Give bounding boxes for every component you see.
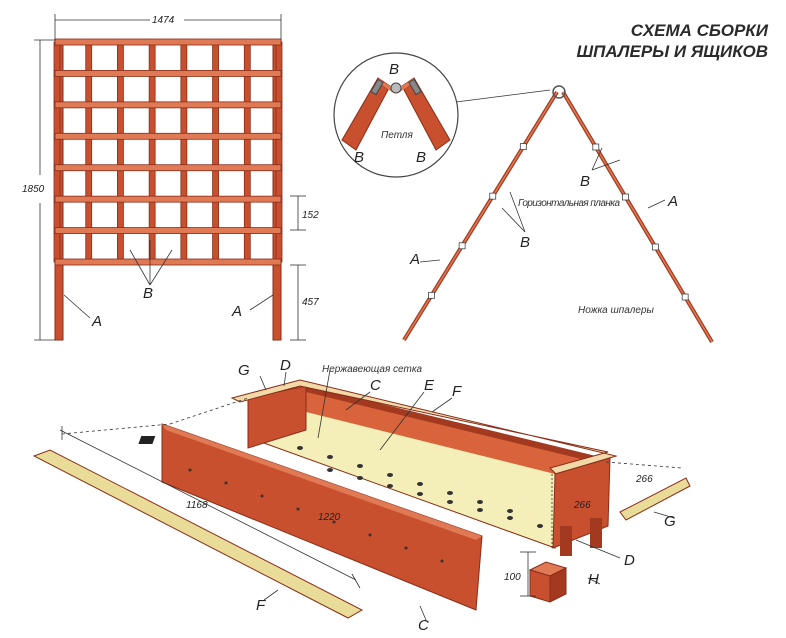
trellis-height-dim: 1850 [22,184,45,195]
title-line-2: ШПАЛЕРЫ И ЯЩИКОВ [576,42,768,61]
box-label-d-right: D [624,552,635,569]
a-frame-hinge [552,85,566,99]
box-label-g-left: G [238,362,250,379]
box-label-d-left: D [280,357,291,374]
detail-label-b-right: B [416,149,426,166]
hinge-detail [333,52,459,178]
box-dim-board: 1220 [318,512,341,523]
a-frame-clip [681,293,689,301]
drain-hole [447,491,453,495]
drain-holes [297,446,543,528]
box-label-g-right: G [664,513,676,530]
drain-hole [297,446,303,450]
box-dim-foot: 100 [504,572,521,583]
box-label-f-top: F [452,383,462,400]
box-label-f-bottom: F [256,597,266,614]
mesh-patch [138,436,156,444]
detail-hinge-label: Петля [381,130,413,141]
drain-hole [417,482,423,486]
a-frame-leg-note: Ножка шпалеры [578,305,655,316]
drain-hole [477,508,483,512]
a-frame-label-a-right: A [667,193,678,210]
box-dim-strip: 1168 [186,500,208,511]
box-label-h: H [588,571,599,588]
trellis-label-a-right: A [231,303,242,320]
planter-box [138,379,618,556]
box-front-board [161,423,483,611]
nail [260,494,264,498]
drain-hole [387,473,393,477]
drain-hole [507,516,513,520]
trellis-horizontal-slat [54,101,282,109]
box-dim-cleat: 266 [635,474,653,485]
a-frame-clip [428,291,435,299]
a-frame-leaders [419,89,666,263]
a-frame-label-a-left: A [409,251,420,268]
trellis-horizontal-slat [54,164,282,172]
nail [368,533,372,537]
box-label-c-back: C [370,377,381,394]
drain-hole [327,455,333,459]
trellis-horizontal-slat [54,70,282,77]
a-frame-crossbar-note: Горизонтальная планка [518,198,620,209]
loose-cleat-g [619,477,691,521]
a-frame-clip [592,143,600,151]
nail [224,481,228,485]
box-label-e: E [424,377,435,394]
box-back-side [250,386,610,474]
trellis-horizontal-slat [54,195,282,203]
trellis-grid [53,38,283,266]
box-leaders [59,369,683,621]
a-frame-label-b-upper: B [580,173,590,190]
trellis-panel [53,38,283,341]
a-frame-clip [622,193,629,201]
drain-hole [357,476,363,480]
nail [440,559,444,563]
a-frame-label-b-lower: B [520,234,530,251]
box-top-rim [230,379,618,475]
a-frame [402,85,714,344]
detail-label-b-top: B [389,61,399,78]
trellis-width-dim: 1474 [152,15,175,26]
mesh-note: Нержавеющая сетка [322,364,423,375]
nail [296,507,300,511]
trellis-label-b: B [143,285,153,302]
box-dim-end-height: 266 [573,500,591,511]
trellis-horizontal-slat [54,38,282,46]
box-label-c-front: C [418,617,429,634]
loose-strip-f [32,449,364,619]
drain-hole [357,464,363,468]
trellis-horizontal-slat [54,227,282,234]
drain-hole [507,509,513,513]
nail [188,468,192,472]
a-frame-clip [489,192,497,200]
drain-hole [447,500,453,504]
trellis-label-a-left: A [91,313,102,330]
drain-hole [417,492,423,496]
drain-hole [387,484,393,488]
trellis-horizontal-slat [54,258,282,266]
trellis-leg-dim: 457 [302,297,319,308]
nail [332,520,336,524]
diagram-title: СХЕМА СБОРКИ ШПАЛЕРЫ И ЯЩИКОВ [576,20,768,62]
drain-hole [537,524,543,528]
a-frame-clip [458,242,466,250]
trellis-cell-dim: 152 [302,210,319,221]
nail [404,546,408,550]
front-board-nails [188,468,444,563]
trellis-dimensions [34,14,306,341]
foot-block-h [528,561,568,603]
drain-hole [477,500,483,504]
a-frame-clips [428,143,689,301]
a-frame-clip [519,143,527,150]
a-frame-clip [651,243,659,251]
drain-hole [327,468,333,472]
detail-label-b-left: B [354,149,364,166]
title-line-1: СХЕМА СБОРКИ [630,21,768,40]
trellis-horizontal-slat [54,132,282,140]
